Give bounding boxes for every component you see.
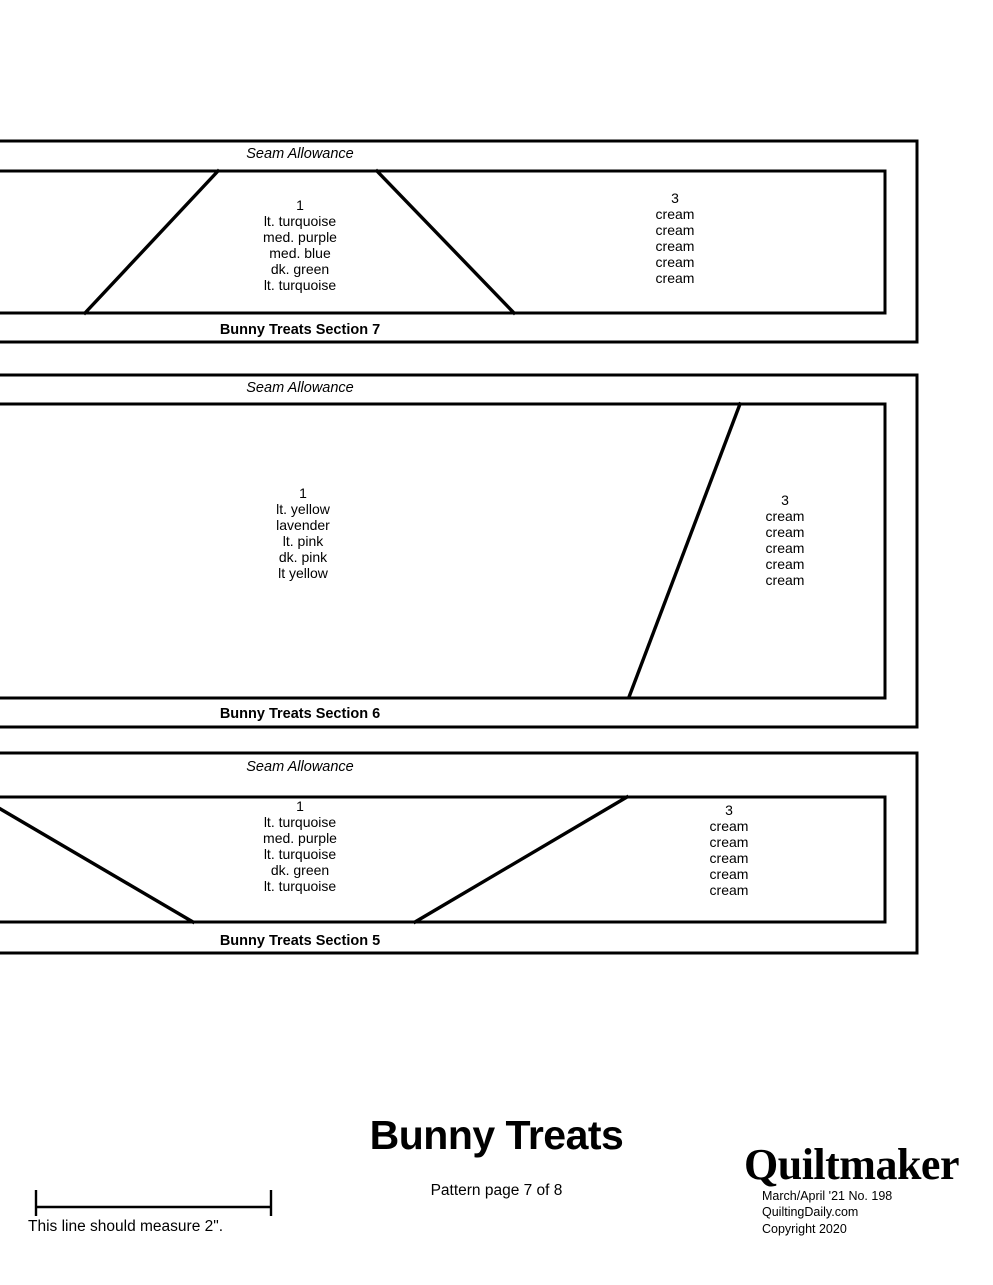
piece-fabric: med. blue xyxy=(269,245,331,261)
piece-fabric: med. purple xyxy=(263,830,337,846)
piece-fabric: cream xyxy=(710,818,749,834)
ruler-caption: This line should measure 2". xyxy=(28,1218,224,1235)
website-line: QuiltingDaily.com xyxy=(762,1205,859,1220)
panel-caption: Bunny Treats Section 6 xyxy=(220,706,380,722)
piece-seam-line-right xyxy=(374,168,517,316)
piece-fabric: cream xyxy=(710,850,749,866)
quiltmaker-logo: Quiltmaker xyxy=(744,1140,959,1189)
piece-fabric: lavender xyxy=(276,517,330,533)
seam-allowance-frame xyxy=(0,373,919,729)
piece-seam-line-left xyxy=(0,806,196,925)
piece-seam-line xyxy=(626,401,743,700)
piece-fabric: cream xyxy=(656,206,695,222)
piece-fabric: lt. turquoise xyxy=(264,878,337,894)
page-title: Bunny Treats xyxy=(369,1112,624,1158)
piece-fabric: cream xyxy=(766,524,805,540)
pattern-panel-section-5: Seam Allowance 1 lt. turquoise med. purp… xyxy=(0,751,993,956)
seam-allowance-label: Seam Allowance xyxy=(246,146,353,162)
measurement-ruler xyxy=(30,1188,280,1246)
piece-fabric: cream xyxy=(710,866,749,882)
sewing-line-frame xyxy=(0,795,887,924)
piece-fabric: lt. turquoise xyxy=(264,814,337,830)
pattern-panel-section-7: Seam Allowance 1 lt. turquoise med. purp… xyxy=(0,139,993,345)
piece-fabric: lt. yellow xyxy=(276,501,331,517)
panel-caption: Bunny Treats Section 5 xyxy=(220,933,380,949)
panel-caption: Bunny Treats Section 7 xyxy=(220,322,380,338)
piece-fabric: cream xyxy=(766,540,805,556)
piece-number: 3 xyxy=(671,190,679,206)
piece-fabric: cream xyxy=(656,222,695,238)
seam-allowance-label: Seam Allowance xyxy=(246,380,353,396)
copyright-line: Copyright 2020 xyxy=(762,1221,847,1236)
piece-fabric: lt. turquoise xyxy=(264,213,337,229)
piece-fabric: cream xyxy=(656,270,695,286)
publisher-brand: Quiltmaker March/April '21 No. 198 Quilt… xyxy=(744,1140,964,1237)
piece-fabric: cream xyxy=(710,882,749,898)
piece-fabric: cream xyxy=(766,508,805,524)
piece-seam-line-left xyxy=(82,168,221,316)
pattern-panel-section-6: Seam Allowance 1 lt. yellow lavender lt.… xyxy=(0,373,993,730)
seam-allowance-frame xyxy=(0,139,919,344)
piece-fabric: lt. turquoise xyxy=(264,846,337,862)
piece-fabric: lt. turquoise xyxy=(264,277,337,293)
piece-number: 3 xyxy=(781,492,789,508)
piece-number: 1 xyxy=(296,197,304,213)
piece-fabric: dk. green xyxy=(271,862,329,878)
piece-fabric: dk. pink xyxy=(279,549,328,565)
piece-number: 1 xyxy=(299,485,307,501)
sewing-line-frame xyxy=(0,169,887,315)
piece-fabric: cream xyxy=(766,572,805,588)
piece-fabric: lt yellow xyxy=(278,565,329,581)
piece-number: 1 xyxy=(296,798,304,814)
seam-allowance-frame xyxy=(0,751,919,955)
piece-fabric: cream xyxy=(710,834,749,850)
piece-fabric: cream xyxy=(656,238,695,254)
sewing-line-frame xyxy=(0,402,887,700)
issue-line: March/April '21 No. 198 xyxy=(762,1188,893,1203)
piece-fabric: dk. green xyxy=(271,261,329,277)
page-footer: Bunny Treats Pattern page 7 of 8 xyxy=(0,1095,993,1285)
piece-fabric: cream xyxy=(656,254,695,270)
piece-seam-line-right xyxy=(412,794,630,925)
piece-fabric: lt. pink xyxy=(283,533,324,549)
piece-fabric: cream xyxy=(766,556,805,572)
piece-number: 3 xyxy=(725,802,733,818)
page-subtitle: Pattern page 7 of 8 xyxy=(430,1182,563,1199)
piece-fabric: med. purple xyxy=(263,229,337,245)
seam-allowance-label: Seam Allowance xyxy=(246,759,353,775)
